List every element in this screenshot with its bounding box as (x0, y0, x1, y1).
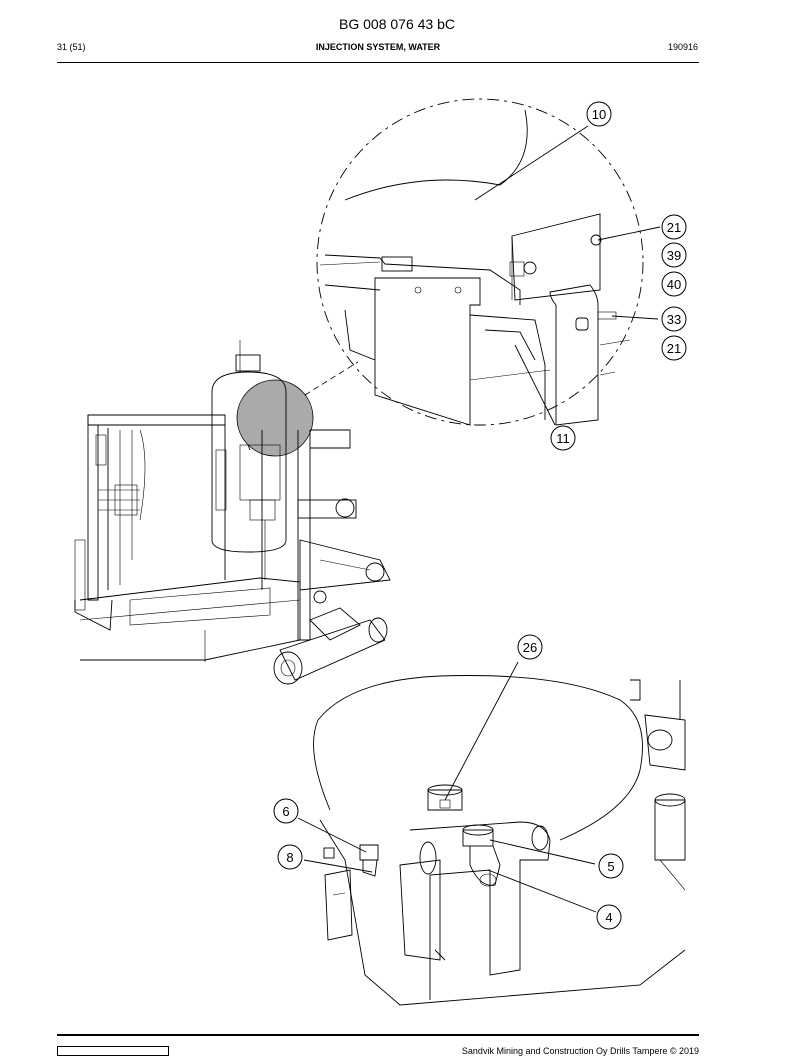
revision-date: 190916 (667, 42, 698, 52)
svg-text:4: 4 (605, 910, 612, 925)
svg-text:5: 5 (607, 859, 614, 874)
document-code: BG 008 076 43 bC (339, 16, 455, 32)
svg-text:26: 26 (523, 640, 537, 655)
svg-text:33: 33 (667, 312, 681, 327)
callout-39: 39 (661, 242, 687, 268)
detail-view-valves (313, 675, 686, 1006)
svg-text:21: 21 (667, 341, 681, 356)
svg-text:11: 11 (556, 431, 570, 446)
callout-21-lower: 21 (661, 335, 687, 361)
callout-33: 33 (661, 306, 687, 332)
callout-21-upper: 21 (661, 214, 687, 240)
section-title: INJECTION SYSTEM, WATER (315, 42, 441, 52)
sandvik-logo (57, 1046, 169, 1056)
detail-view-mounting (316, 98, 644, 426)
callout-11: 11 (550, 425, 576, 451)
leader-lines (297, 125, 661, 913)
svg-text:39: 39 (667, 248, 681, 263)
detail-highlight-marker (236, 379, 314, 457)
callout-5: 5 (598, 853, 624, 879)
callout-40: 40 (661, 271, 687, 297)
page-number: 31 (51) (57, 42, 86, 52)
callout-4: 4 (596, 904, 622, 930)
overview-machine-drawing (74, 340, 391, 685)
callout-6: 6 (273, 798, 299, 824)
svg-text:8: 8 (286, 850, 293, 865)
svg-text:21: 21 (667, 220, 681, 235)
footer-copyright: Sandvik Mining and Construction Oy Drill… (461, 1046, 699, 1056)
callout-8: 8 (277, 844, 303, 870)
svg-text:10: 10 (592, 107, 606, 122)
footer-rule (57, 1034, 699, 1036)
svg-text:6: 6 (282, 804, 289, 819)
svg-text:40: 40 (667, 277, 681, 292)
callout-10: 10 (586, 101, 612, 127)
callout-26: 26 (517, 634, 543, 660)
header-rule (57, 62, 699, 63)
